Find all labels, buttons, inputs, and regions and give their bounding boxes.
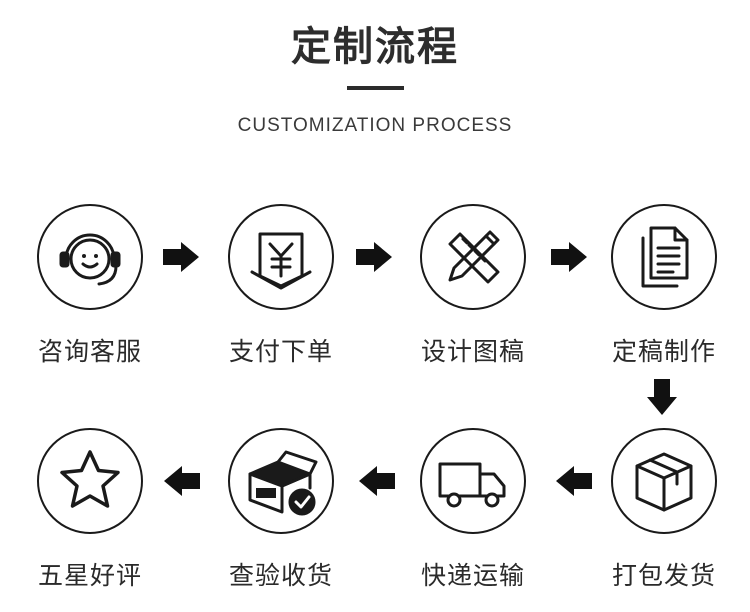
step-label: 定稿制作 <box>611 337 716 366</box>
package-box-icon <box>611 428 717 534</box>
arrow-down-icon <box>647 379 677 415</box>
documents-icon <box>611 204 717 310</box>
step-label: 打包发货 <box>611 561 716 590</box>
page-subtitle: CUSTOMIZATION PROCESS <box>237 115 513 136</box>
payment-yen-icon <box>228 204 334 310</box>
page-title: 定制流程 <box>291 24 459 70</box>
arrow-left-icon <box>359 466 395 496</box>
step-label: 快递运输 <box>420 561 525 590</box>
step-label: 咨询客服 <box>37 337 142 366</box>
arrow-right-icon <box>551 242 587 272</box>
design-ruler-pencil-icon <box>420 204 526 310</box>
arrow-right-icon <box>163 242 199 272</box>
star-icon <box>37 428 143 534</box>
step-label: 查验收货 <box>228 561 333 590</box>
arrow-left-icon <box>164 466 200 496</box>
title-underline <box>347 86 404 90</box>
step-label: 设计图稿 <box>420 337 525 366</box>
inspect-receive-box-icon <box>228 428 334 534</box>
step-label: 五星好评 <box>37 561 142 590</box>
arrow-right-icon <box>356 242 392 272</box>
delivery-truck-icon <box>420 428 526 534</box>
arrow-left-icon <box>556 466 592 496</box>
step-label: 支付下单 <box>228 337 333 366</box>
customer-service-icon <box>37 204 143 310</box>
